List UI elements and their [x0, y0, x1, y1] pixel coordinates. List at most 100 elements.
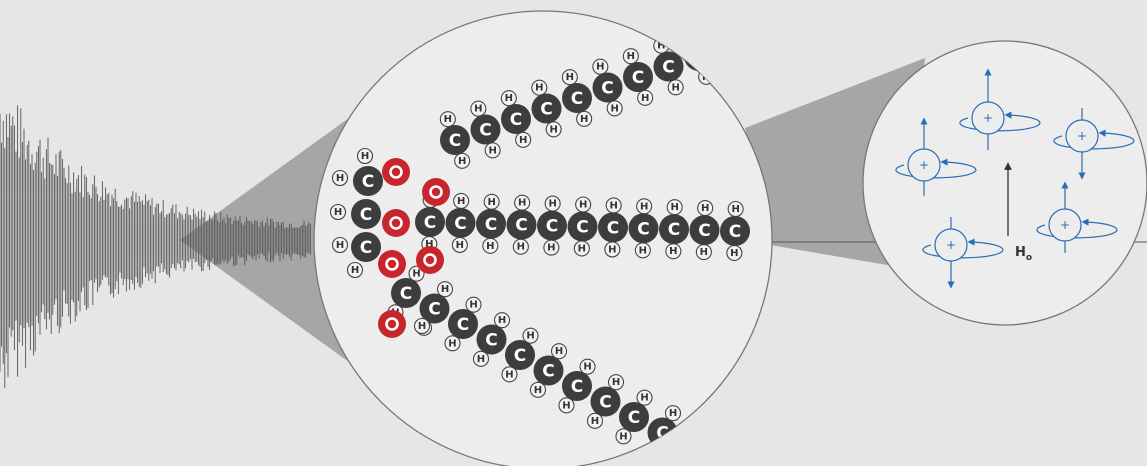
svg-text:H: H: [498, 315, 506, 326]
svg-text:C: C: [424, 213, 436, 233]
hydrogen-atom: H: [493, 312, 511, 329]
hydrogen-atom: H: [697, 200, 714, 217]
field-label: Ho: [1015, 245, 1032, 263]
carbon-atom: C: [619, 402, 649, 432]
svg-text:H: H: [444, 114, 452, 125]
carbon-atom: C: [501, 104, 531, 134]
svg-text:H: H: [418, 321, 426, 332]
svg-text:C: C: [515, 216, 527, 236]
svg-text:H: H: [456, 240, 464, 251]
hydrogen-atom: H: [727, 200, 744, 218]
svg-text:C: C: [485, 331, 497, 351]
hydrogen-atom: H: [331, 169, 349, 187]
svg-text:H: H: [608, 244, 616, 255]
svg-text:H: H: [579, 200, 587, 211]
svg-text:H: H: [596, 62, 604, 73]
hydrogen-atom: H: [515, 131, 532, 148]
carbon-atom: C: [476, 208, 506, 239]
hydrogen-atom: H: [636, 198, 653, 215]
svg-text:H: H: [700, 247, 708, 258]
carbon-atom: C: [659, 214, 689, 245]
svg-text:C: C: [457, 315, 469, 335]
svg-text:H: H: [639, 245, 647, 256]
svg-text:+: +: [983, 111, 993, 125]
svg-text:H: H: [730, 248, 738, 259]
svg-text:C: C: [400, 284, 412, 304]
svg-text:H: H: [669, 408, 677, 419]
svg-text:C: C: [576, 218, 588, 238]
svg-text:H: H: [580, 114, 588, 125]
nuclear-spins-group: + + + + +: [895, 68, 1135, 289]
carbon-atom: C: [562, 371, 592, 401]
svg-text:+: +: [919, 158, 929, 172]
svg-text:H: H: [669, 246, 677, 257]
hydrogen-atom: H: [484, 142, 501, 159]
svg-text:H: H: [583, 362, 591, 373]
hydrogen-atom: H: [592, 58, 609, 75]
svg-text:C: C: [514, 346, 526, 366]
svg-text:C: C: [546, 217, 558, 237]
svg-text:H: H: [361, 151, 369, 162]
svg-text:H: H: [505, 93, 513, 104]
carbon-atom: C: [537, 210, 567, 241]
oxygen-atom: [378, 310, 406, 338]
svg-text:+: +: [1077, 129, 1087, 143]
hydrogen-atom: H: [573, 240, 590, 257]
svg-text:H: H: [477, 354, 485, 365]
triglyceride-molecule-icon: HHHHHHHHHHHHHHHHHHHHCCCCCCCCCCHHHHHHHHHH…: [329, 16, 750, 460]
svg-text:H: H: [458, 156, 466, 167]
hydrogen-atom: H: [606, 100, 623, 117]
nuclear-spin-icon: +: [922, 217, 1004, 289]
svg-text:H: H: [535, 83, 543, 94]
svg-text:C: C: [485, 215, 497, 235]
hydrogen-atom: H: [439, 111, 456, 128]
hydrogen-atom: H: [454, 152, 471, 169]
hydrogen-atom: H: [453, 192, 470, 209]
svg-text:C: C: [668, 220, 680, 240]
carbon-atom: C: [592, 72, 623, 103]
hydrogen-atom: H: [604, 241, 621, 258]
spin-magnifier: [862, 40, 1147, 326]
svg-text:H: H: [670, 202, 678, 213]
svg-text:H: H: [474, 104, 482, 115]
carbon-atom: C: [598, 212, 628, 243]
svg-text:H: H: [612, 377, 620, 388]
svg-text:H: H: [657, 41, 665, 52]
nuclear-spin-icon: +: [895, 117, 977, 196]
svg-text:C: C: [662, 58, 674, 78]
oxygen-atom: [382, 209, 410, 237]
hydrogen-atom: H: [500, 90, 517, 107]
hydrogen-atom: H: [451, 236, 468, 253]
hydrogen-atom: H: [615, 428, 632, 445]
svg-text:H: H: [731, 204, 739, 215]
svg-text:H: H: [562, 400, 570, 411]
hydrogen-atom: H: [329, 203, 347, 221]
svg-text:H: H: [555, 346, 563, 357]
hydrogen-atom: H: [472, 350, 490, 367]
hydrogen-atom: H: [726, 244, 743, 262]
svg-text:C: C: [698, 221, 710, 241]
svg-text:H: H: [336, 240, 344, 251]
svg-text:+: +: [1060, 218, 1070, 232]
svg-text:H: H: [566, 72, 574, 83]
svg-text:C: C: [479, 121, 491, 141]
hydrogen-atom: H: [550, 343, 568, 360]
carbon-atom: C: [505, 340, 535, 370]
svg-text:C: C: [540, 100, 552, 120]
nuclear-spin-icon: +: [959, 68, 1041, 151]
carbon-atom: C: [567, 211, 598, 242]
svg-text:H: H: [671, 82, 679, 93]
molecule-magnifier: [313, 10, 773, 466]
svg-text:C: C: [599, 393, 611, 413]
carbon-atom: C: [353, 166, 383, 196]
hydrogen-atom: H: [667, 79, 684, 96]
hydrogen-atom: H: [575, 196, 592, 213]
hydrogen-atom: H: [482, 237, 499, 254]
svg-text:H: H: [549, 124, 557, 135]
hydrogen-atom: H: [346, 261, 364, 279]
hydrogen-atom: H: [522, 327, 539, 344]
oxygen-atom: [382, 158, 410, 186]
svg-text:H: H: [518, 198, 526, 209]
hydrogen-atom: H: [586, 412, 604, 429]
svg-text:C: C: [449, 131, 461, 151]
